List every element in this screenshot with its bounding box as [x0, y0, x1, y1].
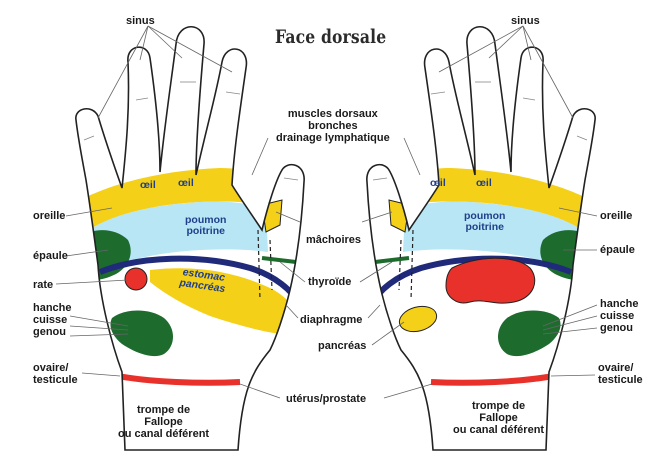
right-thumb-dash [410, 229, 414, 301]
right-label-ovaire-testicule: ovaire/ testicule [598, 362, 643, 386]
left-hand-creases [83, 81, 299, 181]
left-label-sinus: sinus [126, 15, 155, 27]
left-zone-oeil-2: œil [178, 177, 194, 189]
right-diaphragm-line [368, 255, 573, 307]
left-thumb-dash-2 [269, 239, 273, 291]
right-thyroid-line [374, 256, 410, 264]
right-hip-zone [498, 310, 561, 357]
left-zone-oeil-1: œil [140, 179, 156, 191]
left-label-epaule: épaule [33, 250, 68, 262]
right-ovary-line [430, 373, 554, 386]
leader-lines [55, 25, 598, 399]
label-thyroide: thyroïde [308, 276, 352, 288]
left-hip-zone [110, 310, 173, 357]
right-pancreas-zone [398, 305, 438, 333]
right-eye-band [405, 168, 591, 232]
label-pancreas: pancréas [318, 340, 367, 352]
left-lung-band [86, 201, 268, 274]
label-machoires: mâchoires [306, 234, 362, 246]
right-thumb-dash-2 [398, 239, 402, 291]
left-hand [75, 25, 305, 451]
right-zone-oeil-2: œil [476, 177, 492, 189]
right-zone-poumon-poitrine: poumon poitrine [464, 210, 506, 233]
left-ovary-line [117, 373, 241, 386]
right-label-epaule: épaule [600, 244, 635, 256]
right-hand-zones [368, 168, 591, 386]
right-lung-band [403, 201, 585, 274]
right-zone-oeil-1: œil [430, 177, 446, 189]
page-title: Face dorsale [275, 26, 387, 48]
left-eye-band [80, 168, 266, 232]
right-label-trompe: trompe de Fallope ou canal déférent [453, 400, 545, 436]
left-label-ovaire-testicule: ovaire/ testicule [33, 362, 78, 386]
right-label-sinus: sinus [511, 15, 540, 27]
left-label-rate: rate [33, 279, 54, 291]
label-uterus-prostate: utérus/prostate [286, 393, 367, 405]
left-stomach-band [150, 268, 300, 336]
left-zone-poumon-poitrine: poumon poitrine [185, 214, 227, 237]
label-diaphragme: diaphragme [300, 314, 363, 326]
right-hand-creases [372, 81, 588, 181]
right-label-oreille: oreille [600, 210, 633, 222]
left-thumb-dash [257, 229, 261, 301]
left-label-trompe: trompe de Fallope ou canal déférent [118, 404, 210, 440]
right-label-hanche-cuisse-genou: hanche cuisse genou [600, 298, 639, 334]
right-hand [366, 25, 596, 451]
right-liver-zone [445, 257, 536, 304]
left-diaphragm-line [98, 255, 303, 307]
left-spleen-zone [124, 267, 148, 291]
left-label-oreille: oreille [33, 210, 66, 222]
left-label-hanche-cuisse-genou: hanche cuisse genou [33, 302, 72, 338]
left-thyroid-line [261, 256, 297, 264]
label-muscles-bronches-drainage: muscles dorsaux bronches drainage lympha… [276, 108, 390, 144]
